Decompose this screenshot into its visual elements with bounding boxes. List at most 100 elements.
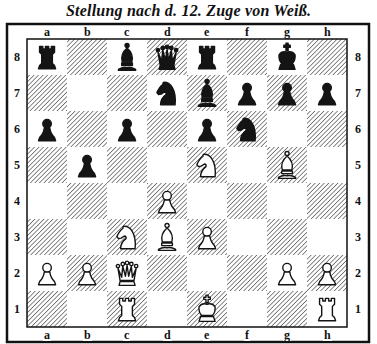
- board-coordinate: 4: [354, 195, 362, 207]
- dark-square: [187, 291, 227, 327]
- light-square: [187, 39, 227, 75]
- light-square: [227, 219, 267, 255]
- dark-square: [307, 39, 347, 75]
- board-coordinate: c: [123, 26, 130, 38]
- piece-outline: [156, 45, 178, 69]
- black-bishop: [118, 43, 135, 70]
- board-coordinate: d: [163, 26, 172, 38]
- dark-square: [147, 183, 187, 219]
- dark-square: [67, 183, 107, 219]
- board-coordinate: 1: [354, 303, 362, 315]
- dark-square: [227, 255, 267, 291]
- board-coordinate: h: [323, 329, 332, 341]
- black-knight: [237, 118, 255, 141]
- dark-square: [27, 147, 67, 183]
- piece-outline: [318, 263, 335, 284]
- white-knight: [197, 154, 215, 177]
- white-rook: [318, 298, 335, 320]
- dark-square: [267, 147, 307, 183]
- dark-square: [227, 183, 267, 219]
- dark-square: [187, 219, 227, 255]
- white-bishop: [158, 223, 175, 250]
- dark-square: [67, 111, 107, 147]
- board-coordinate: g: [283, 329, 291, 341]
- piece-outline: [238, 83, 255, 104]
- light-square: [147, 147, 187, 183]
- dark-square: [107, 291, 147, 327]
- inner-frame: [27, 39, 347, 327]
- dark-square: [307, 255, 347, 291]
- diagram-title: Stellung nach d. 12. Zuge von Weiß.: [66, 2, 311, 20]
- board-coordinate: 7: [13, 87, 21, 99]
- light-square: [227, 291, 267, 327]
- piece-outline: [279, 43, 295, 69]
- light-square: [67, 291, 107, 327]
- piece-outline: [199, 295, 215, 321]
- piece-outline: [318, 83, 335, 104]
- light-square: [267, 111, 307, 147]
- piece-outline: [198, 119, 215, 140]
- board-coordinate: c: [123, 329, 130, 341]
- black-pawn: [118, 119, 135, 140]
- white-pawn: [318, 263, 335, 284]
- dark-square: [267, 75, 307, 111]
- light-square: [67, 75, 107, 111]
- dark-square: [187, 147, 227, 183]
- piece-outline: [198, 79, 215, 106]
- board-coordinate: b: [83, 26, 92, 38]
- white-king: [199, 295, 215, 321]
- light-square: [227, 75, 267, 111]
- dark-square: [307, 183, 347, 219]
- board-coordinate: d: [163, 329, 172, 341]
- piece-outline: [38, 119, 55, 140]
- white-pawn: [38, 263, 55, 284]
- black-pawn: [198, 119, 215, 140]
- board-coordinate: f: [244, 329, 250, 341]
- board-coordinate: 6: [13, 123, 21, 135]
- dark-square: [307, 111, 347, 147]
- white-queen: [116, 261, 138, 285]
- light-square: [107, 255, 147, 291]
- board-coordinate: e: [203, 329, 210, 341]
- piece-outline: [158, 223, 175, 250]
- light-square: [307, 219, 347, 255]
- dark-square: [227, 39, 267, 75]
- piece-outline: [318, 298, 335, 320]
- light-square: [227, 147, 267, 183]
- light-square: [107, 183, 147, 219]
- piece-outline: [237, 118, 255, 141]
- piece-outline: [116, 261, 138, 285]
- outer-frame: [7, 24, 369, 342]
- dark-square: [187, 75, 227, 111]
- piece-outline: [117, 226, 135, 249]
- light-square: [307, 75, 347, 111]
- dark-square: [27, 219, 67, 255]
- board-coordinate: 6: [354, 123, 362, 135]
- light-square: [107, 39, 147, 75]
- white-pawn: [198, 227, 215, 248]
- black-knight: [157, 82, 175, 105]
- light-square: [147, 291, 187, 327]
- white-pawn: [278, 263, 295, 284]
- black-pawn: [78, 155, 95, 176]
- white-knight: [117, 226, 135, 249]
- board-coordinate: f: [244, 26, 250, 38]
- light-square: [307, 291, 347, 327]
- white-rook: [118, 298, 135, 320]
- piece-outline: [118, 43, 135, 70]
- board-coordinate: 2: [13, 267, 21, 279]
- light-square: [147, 219, 187, 255]
- light-square: [187, 183, 227, 219]
- board-coordinate: 1: [13, 303, 21, 315]
- dark-square: [227, 111, 267, 147]
- light-square: [267, 255, 307, 291]
- dark-square: [267, 219, 307, 255]
- white-pawn: [158, 191, 175, 212]
- piece-outline: [78, 155, 95, 176]
- piece-outline: [38, 263, 55, 284]
- board-coordinate: 3: [13, 231, 21, 243]
- dark-square: [267, 291, 307, 327]
- piece-outline: [198, 227, 215, 248]
- white-pawn: [78, 263, 95, 284]
- light-square: [27, 255, 67, 291]
